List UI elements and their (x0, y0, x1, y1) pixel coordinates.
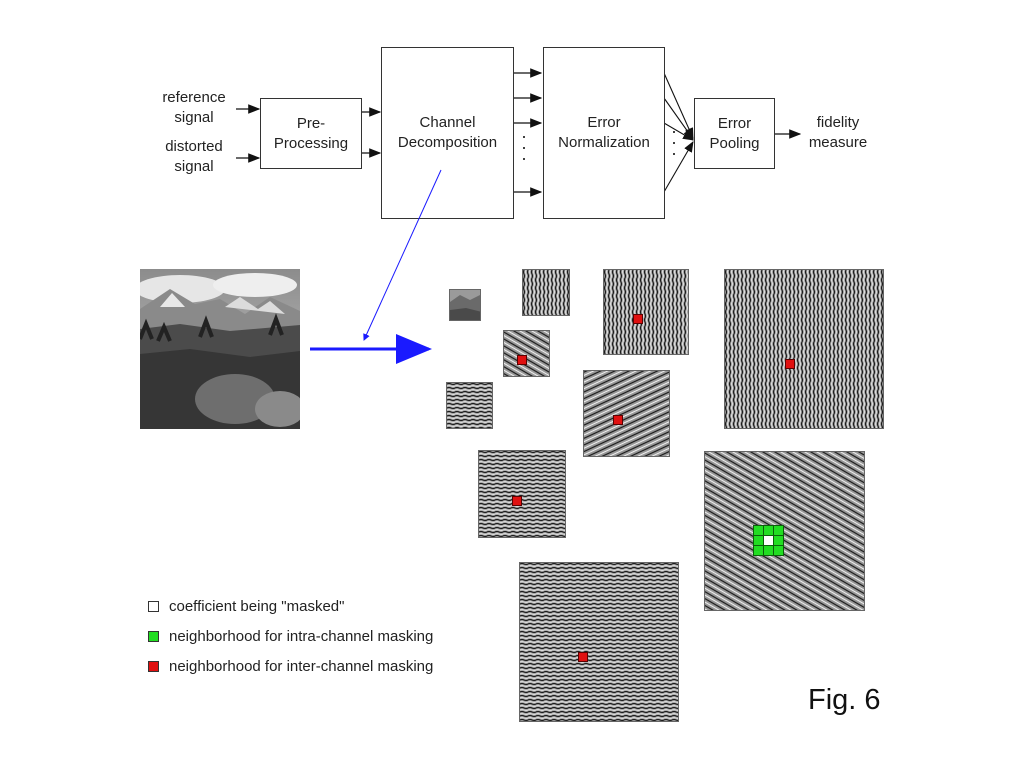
inter-channel-marker-1 (517, 355, 527, 365)
reference-signal-label: reference signal (162, 89, 226, 126)
subband-scale3-b (704, 451, 865, 611)
channel-ellipsis-right: ··· (671, 121, 677, 163)
legend-inter: neighborhood for inter-channel masking (148, 656, 433, 676)
channel-decomposition-block: Channel Decomposition (381, 47, 514, 219)
converge-arrow-2 (663, 97, 694, 140)
preprocessing-block: Pre- Processing (260, 98, 362, 169)
error-normalization-block: Error Normalization (543, 47, 665, 219)
channel-ellipsis-left: ··· (521, 126, 527, 168)
mountain-landscape-photo (140, 269, 300, 429)
legend-intra: neighborhood for intra-channel masking (148, 626, 433, 646)
intra-channel-neighborhood (753, 525, 784, 556)
subband-scale1-c (446, 382, 493, 429)
preprocessing-label: Pre- Processing (273, 114, 349, 152)
subband-scale2-b (583, 370, 670, 457)
converge-arrow-1 (663, 72, 694, 140)
legend-swatch-masked (148, 600, 159, 612)
inter-channel-marker-6 (578, 652, 588, 662)
subband-scale3-c (519, 562, 679, 722)
legend-swatch-intra (148, 630, 159, 642)
subband-scale1-a (522, 269, 570, 316)
subband-scale2-a (603, 269, 689, 355)
decomposition-arrows (310, 169, 442, 364)
fidelity-measure-label: fidelity measure (808, 114, 868, 151)
distorted-signal-label: distorted signal (165, 138, 223, 175)
error-pooling-label: Error Pooling (709, 114, 760, 152)
legend-intra-label: neighborhood for intra-channel masking (169, 627, 434, 645)
channel-decomposition-label: Channel Decomposition (397, 114, 498, 151)
converge-arrow-4 (663, 141, 694, 193)
error-normalization-label: Error Normalization (558, 114, 650, 151)
subband-scale1-b (503, 330, 550, 377)
inter-channel-marker-2 (633, 314, 643, 324)
subband-scale2-c (478, 450, 566, 538)
legend-inter-label: neighborhood for inter-channel masking (169, 657, 434, 675)
legend-masked-label: coefficient being "masked" (169, 597, 345, 615)
inter-channel-marker-3 (613, 415, 623, 425)
figure-label: Fig. 6 (808, 684, 881, 716)
legend-swatch-inter (148, 660, 159, 672)
legend-masked: coefficient being "masked" (148, 596, 344, 616)
inter-channel-marker-4 (512, 496, 522, 506)
inter-channel-marker-5 (785, 359, 795, 369)
error-pooling-block: Error Pooling (694, 98, 775, 169)
block-diagram-connectors (236, 68, 802, 197)
zoom-arrow (363, 169, 442, 341)
lowpass-band (449, 289, 481, 321)
subband-scale3-a (724, 269, 884, 429)
converge-arrow-3 (663, 122, 694, 141)
